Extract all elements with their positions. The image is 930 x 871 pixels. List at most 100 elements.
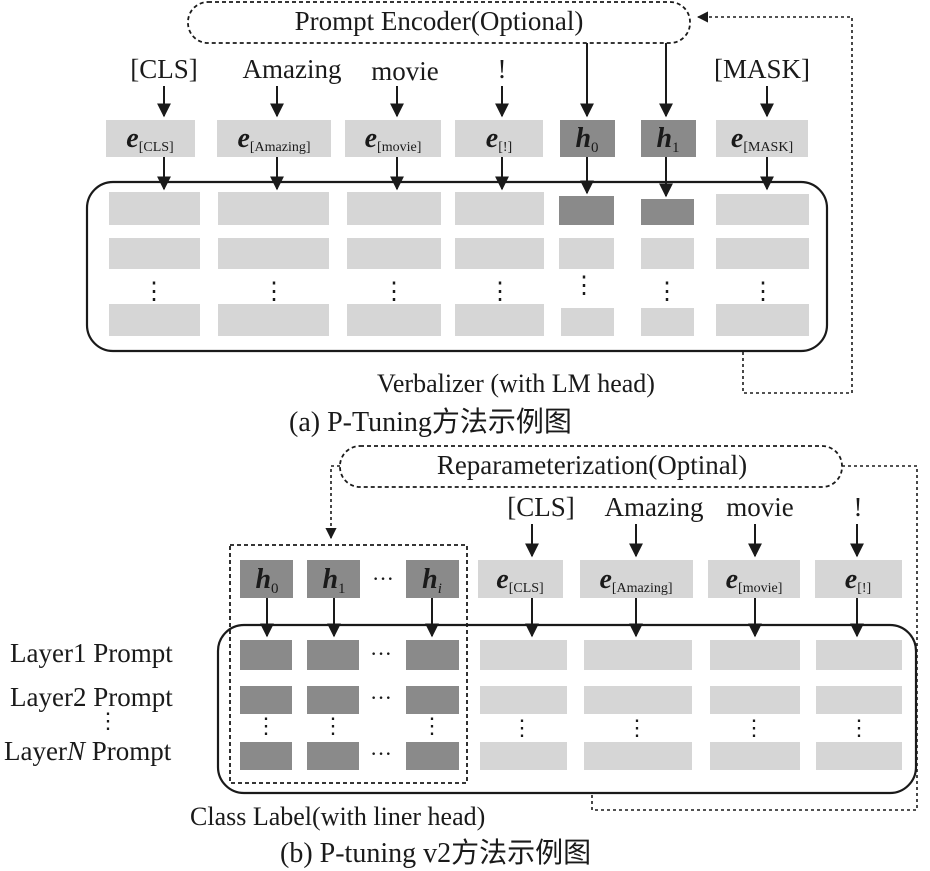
caption-b: (b) P-tuning v2方法示例图 xyxy=(280,837,591,869)
prompt-cell xyxy=(240,640,292,670)
vdots: ⋮ xyxy=(848,715,870,740)
hidden-cell xyxy=(716,194,809,225)
input-token-amazing: Amazing xyxy=(605,492,704,522)
vdots: ⋮ xyxy=(572,273,596,299)
embedding-label: e[movie] xyxy=(726,564,783,596)
hidden-cell xyxy=(641,199,694,225)
language-model-box xyxy=(85,180,829,353)
embedding-label: h0 xyxy=(575,123,598,156)
prompt-encoder-box xyxy=(187,1,691,44)
hdots: ··· xyxy=(372,566,394,591)
hidden-cell xyxy=(710,742,800,770)
embedding-box xyxy=(455,120,543,157)
hidden-cell xyxy=(109,192,200,225)
hidden-cell xyxy=(109,238,200,269)
feedback-line-b-left xyxy=(325,465,340,540)
hidden-cell xyxy=(710,686,800,714)
layer2-label: Layer2 Prompt xyxy=(10,682,173,712)
reparameterization-label: Reparameterization(Optinal) xyxy=(437,450,747,480)
hidden-cell xyxy=(584,640,692,670)
input-token-amazing: Amazing xyxy=(243,54,342,84)
prompt-embedding-box xyxy=(240,560,293,598)
hidden-cell xyxy=(559,238,614,269)
hidden-cell xyxy=(218,238,329,269)
panel-b: Reparameterization(Optinal) [CLS] Amazin… xyxy=(4,445,918,869)
hdots: ··· xyxy=(370,685,392,710)
vdots: ⋮ xyxy=(255,713,277,738)
prompt-embedding-label: h0 xyxy=(255,564,278,597)
input-token-exclaim: ! xyxy=(854,492,863,522)
hidden-cell xyxy=(816,640,902,670)
embedding-label: h1 xyxy=(656,123,679,156)
hidden-cell xyxy=(641,308,694,336)
hidden-cell xyxy=(455,304,544,336)
hidden-cell xyxy=(218,304,329,336)
feedback-line-b-right xyxy=(591,465,918,811)
input-token-cls: [CLS] xyxy=(507,492,575,522)
prompt-cell xyxy=(307,742,359,770)
model-grid-b: ··· ··· ⋮ ⋮ ⋮ ⋮ ⋮ ⋮ ⋮ ··· xyxy=(240,640,902,770)
embedding-label: e[movie] xyxy=(365,123,422,155)
hidden-cell xyxy=(347,238,441,269)
prompt-cell xyxy=(307,686,359,714)
input-token-movie: movie xyxy=(726,492,794,522)
hdots: ··· xyxy=(370,741,392,766)
hidden-cell xyxy=(559,196,614,225)
prompt-cell xyxy=(307,640,359,670)
embedding-box xyxy=(815,560,902,598)
vdots: ⋮ xyxy=(262,279,286,305)
hidden-cell xyxy=(455,192,544,225)
vdots: ⋮ xyxy=(142,279,166,305)
prompt-cell xyxy=(240,742,292,770)
hidden-cell xyxy=(480,640,567,670)
hidden-cell xyxy=(816,742,902,770)
input-token-cls: [CLS] xyxy=(130,54,198,84)
input-token-mask: [MASK] xyxy=(714,54,810,84)
hidden-cell xyxy=(480,742,567,770)
vdots: ⋮ xyxy=(488,279,512,305)
input-token-exclaim: ! xyxy=(498,54,507,84)
embedding-box xyxy=(106,120,195,157)
feedback-line-a xyxy=(696,11,853,394)
verbalizer-label: Verbalizer (with LM head) xyxy=(377,369,655,398)
prompt-cell xyxy=(406,640,459,670)
hidden-cell xyxy=(584,686,692,714)
class-label: Class Label(with liner head) xyxy=(190,802,485,831)
hidden-cell xyxy=(716,238,809,269)
embedding-box xyxy=(478,560,563,598)
hidden-cell xyxy=(716,304,809,336)
prompt-embedding-label: hi xyxy=(422,564,442,597)
language-model-box xyxy=(216,623,918,795)
prompt-encoder-label: Prompt Encoder(Optional) xyxy=(295,6,584,36)
hidden-cell xyxy=(584,742,692,770)
layer1-label: Layer1 Prompt xyxy=(10,638,173,668)
prompt-embedding-label: h1 xyxy=(322,564,345,597)
hidden-cell xyxy=(641,238,694,269)
hidden-cell xyxy=(347,192,441,225)
vdots: ⋮ xyxy=(421,713,443,738)
prompt-cell xyxy=(406,686,459,714)
embedding-row-a: e[CLS] e[Amazing] e[movie] e[!] h0 h1 e[… xyxy=(106,120,808,157)
model-grid-a: ⋮ ⋮ ⋮ ⋮ ⋮ ⋮ ⋮ xyxy=(109,192,809,336)
embedding-box xyxy=(217,120,331,157)
embedding-label: e[!] xyxy=(845,564,871,596)
hidden-cell xyxy=(480,686,567,714)
hidden-cell xyxy=(218,192,329,225)
prompt-cell xyxy=(406,742,459,770)
embedding-box xyxy=(560,120,615,157)
embedding-label: e[CLS] xyxy=(496,564,543,596)
embedding-box xyxy=(641,120,696,157)
hidden-cell xyxy=(816,686,902,714)
vdots: ⋮ xyxy=(743,715,765,740)
embedding-box xyxy=(716,120,808,157)
embedding-box xyxy=(580,560,693,598)
vdots: ⋮ xyxy=(655,279,679,305)
layer-vdots: ⋮ xyxy=(97,708,119,733)
layerN-label: LayerN Prompt xyxy=(4,736,172,766)
embedding-label: e[MASK] xyxy=(731,123,793,155)
hidden-cell xyxy=(347,304,441,336)
panel-a: Prompt Encoder(Optional) [CLS] Amazing m… xyxy=(85,1,853,438)
prompt-cell xyxy=(240,686,292,714)
embedding-label: e[CLS] xyxy=(126,123,173,155)
